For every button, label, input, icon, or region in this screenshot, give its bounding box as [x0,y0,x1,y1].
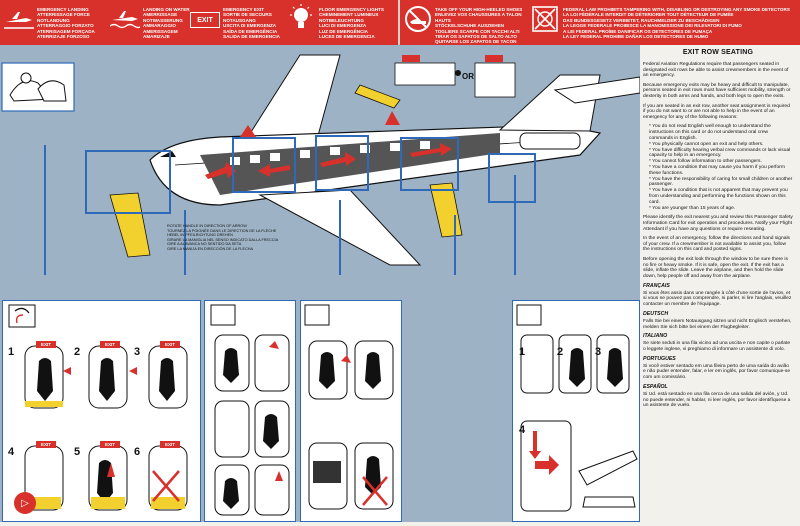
language-text: Se siete seduti in una fila vicino ad un… [643,341,791,353]
reason-item: * You are younger than 15 years of age. [649,205,736,211]
reason-item: * You have the responsibility of caring … [649,176,793,188]
band-text: LANDING ON WATER AMERRISSAGE NOTWASSERUN… [143,7,190,40]
language-text: Si vous êtes assis dans une rangée à côt… [643,290,792,308]
airline-logo-icon: ▷ [14,492,36,514]
airplane-ground-landing-icon [4,4,34,34]
band-text: FEDERAL LAW PROHIBITS TAMPERING WITH, DI… [563,7,790,40]
panel-overwing-window [204,300,296,522]
exit-tag: EXIT [100,341,120,348]
reason-item: * You do not read English well enough to… [649,124,771,142]
exit-row-paragraph: Federal Aviation Regulations require tha… [643,61,789,79]
band-text: TAKE OFF YOUR HIGH-HEELED SHOES ENLEVEZ … [435,7,523,50]
panel-front-door [2,300,201,522]
callout-rear-exit [400,137,459,191]
exit-tag: EXIT [36,441,56,448]
step-number: 6 [134,446,141,458]
window-exit-illustration [210,304,290,516]
band-text: EMERGENCY EXIT SORTIE DE SECOURS NOTAUSG… [223,7,280,40]
panel-overwing-hatch [300,300,402,522]
language-text: Si Ud. está sentado en una fila cerca de… [643,391,791,409]
callout-overwing-exit-right [315,135,369,191]
band-text: FLOOR EMERGENCY LIGHTS CHEMINEMENT LUMIN… [319,7,384,40]
exit-row-seating-text: EXIT ROW SEATING Federal Aviation Regula… [643,49,793,520]
reason-item: * You have a condition that is not appar… [649,188,788,205]
light-bulb-icon [286,4,316,34]
reason-item: * You have difficulty hearing verbal cre… [649,147,791,159]
language-heading: ESPAÑOL [643,384,668,391]
step-number: 3 [595,346,602,358]
exit-label: EXIT [404,68,415,73]
language-heading: FRANÇAIS [643,282,670,289]
exit-tag: EXIT [160,341,180,348]
airplane-cutaway-scene: EXIT OR [0,45,641,275]
step-number: 4 [519,424,526,436]
exit-tag: EXIT [100,441,120,448]
language-heading: DEUTSCH [643,311,669,318]
reason-item: * You physically cannot open an exit and… [649,141,764,147]
exit-tag: EXIT [160,441,180,448]
callout-front-exit [85,150,171,214]
exit-row-paragraph: Please identify the exit nearest you and… [643,214,793,232]
language-heading: ITALIANO [643,333,668,340]
band-cell-emergency-exit: EXIT EMERGENCY EXIT SORTIE DE SECOURS NO… [190,4,280,42]
step-number: 5 [74,446,81,458]
band-cell-water-landing: LANDING ON WATER AMERRISSAGE NOTWASSERUN… [110,4,210,42]
band-cell-floor-lights: FLOOR EMERGENCY LIGHTS CHEMINEMENT LUMIN… [286,4,396,42]
reason-item: * You cannot follow information to other… [649,159,762,165]
step-number: 3 [134,346,141,358]
exit-row-paragraph: In the event of an emergency, follow the… [643,235,790,253]
exit-row-paragraph: Before opening the exit look through the… [643,256,788,280]
exit-row-reasons-list: * You do not read English well enough to… [643,124,793,211]
callout-tail-exit [488,153,536,203]
band-cell-high-heels: TAKE OFF YOUR HIGH-HEELED SHOES ENLEVEZ … [404,4,524,50]
band-cell-smoke-detector: FEDERAL LAW PROHIBITS TAMPERING WITH, DI… [530,4,798,42]
exit-row-paragraph: Because emergency exits may be heavy and… [643,82,791,100]
reason-item: * You have a condition that may cause yo… [649,165,785,176]
handle-rotation-note: ROTATE HANDLE IN DIRECTION OF ARROW TOUR… [167,224,279,251]
language-text: Falls Sie bei einem Notausgang sitzen un… [643,318,792,330]
panel-tail-exit [512,300,640,522]
step-number: 1 [519,346,526,358]
no-electronics-icon [530,4,560,34]
step-number: 2 [74,346,81,358]
band-text: EMERGENCY LANDING ATTERRISSAGE FORCE NOT… [37,7,95,40]
exit-sign-icon: EXIT [190,12,220,28]
or-label: OR [462,72,474,81]
door-operation-illustration [8,304,188,511]
step-number: 4 [8,446,15,458]
exit-row-title: EXIT ROW SEATING [682,49,754,56]
tail-exit-illustration [516,304,638,512]
high-heel-shoe-icon [404,4,432,34]
callout-overwing-exit-left [232,137,296,193]
pictogram-band: EMERGENCY LANDING ATTERRISSAGE FORCE NOT… [0,0,800,50]
exit-tag: EXIT [36,341,56,348]
exit-row-paragraph: If you are seated in an exit row, anothe… [643,103,790,121]
language-heading: PORTUGUES [643,355,676,362]
hatch-exit-illustration [304,304,394,510]
step-number: 1 [8,346,15,358]
airplane-illustration [1,54,641,275]
language-text: Si você estiver sentado em uma fileira p… [643,363,791,381]
step-number: 2 [557,346,564,358]
band-cell-emergency-landing: EMERGENCY LANDING ATTERRISSAGE FORCE NOT… [4,4,124,42]
airplane-water-landing-icon [110,4,140,34]
